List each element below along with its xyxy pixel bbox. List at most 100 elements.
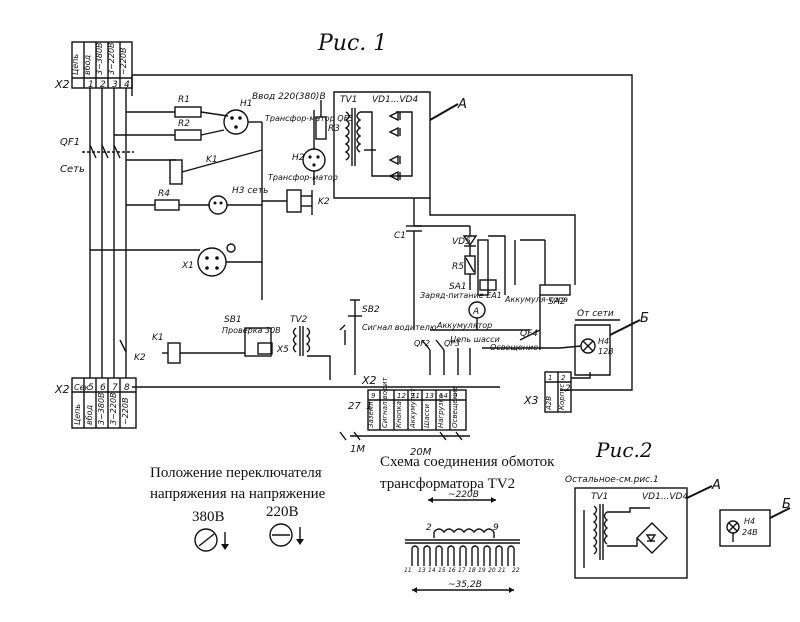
terminal-top-row-4: 4 (124, 80, 130, 90)
vd5-r5-group: VD5 R5 SA1 A Заряд-питание EA1 Аккумуля-… (420, 226, 568, 330)
transformer-label: Трансфор-матор (268, 173, 338, 182)
block-b-pointer (609, 319, 641, 336)
m1-label: 1М (350, 444, 365, 455)
block-b-label: Б (640, 311, 649, 326)
num-27-label: 27 (348, 401, 361, 412)
tv2-bn-3: 15 (438, 567, 446, 574)
block-a-label: А (457, 97, 467, 112)
terminal-bottom-label-2: 3~380В (97, 392, 106, 425)
terminal-bottom-row-1: 5 (88, 383, 94, 393)
h2-label: H2 (292, 153, 305, 163)
r4-h3-group: R4 Н3 сеть (126, 186, 268, 215)
terminal-bottom-label-0: Цепь (73, 404, 82, 425)
h3-label: Н3 сеть (232, 186, 268, 196)
strip-num-3: 11 (411, 392, 420, 400)
switch-title-l1: Положение переключателя (150, 465, 322, 481)
h4v-label: 12В (598, 347, 614, 356)
sb1-tv2-group: SB1 Проверка 30В X5 TV2 (215, 315, 331, 380)
right-bus (429, 198, 576, 285)
tv2-top-voltage: ~220В (448, 490, 479, 500)
tv2-title-l2: трансформатора TV2 (380, 476, 515, 492)
switch-title-l2: напряжения на напряжение (150, 486, 326, 502)
sa2-switch: SA2 (514, 239, 571, 350)
fig2-h4v-label: 24В (742, 528, 758, 537)
sa1-label: SA1 (449, 282, 467, 292)
tv2-bn-1: 13 (418, 567, 426, 574)
terminal-top-row-2: 2 (100, 80, 106, 90)
tv2-bn-6: 18 (468, 567, 476, 574)
x3-terminal: А2В Корпус 1 2 X3 2 (523, 371, 591, 413)
tv2-label: TV2 (290, 315, 308, 325)
strip-label-5: Шасси (423, 404, 431, 428)
switch-220-icon (269, 523, 304, 547)
cep-shassi-label: Цепь шасси (450, 335, 500, 344)
r4-label: R4 (158, 189, 170, 199)
terminal-bottom-label-1: вбод (85, 404, 94, 425)
strip-num-4: 13 (425, 392, 434, 400)
signal-label: Сигнал водителю (362, 323, 437, 332)
x5-label: X5 (276, 345, 289, 355)
figure2-note: Остальное-см.рис.1 (565, 475, 659, 485)
qf1-breaker: QF1 Сеть (60, 137, 134, 175)
strip-num-6: 9 (453, 392, 458, 400)
terminal-bottom-row-2: 6 (100, 383, 106, 393)
tv2-winding-diagram: ~220В 2 9 11 13 14 15 16 17 18 19 20 21 … (404, 490, 520, 593)
r2-label: R2 (178, 119, 190, 129)
vd-label: VD1...VD4 (372, 95, 418, 105)
tv2-bn-10: 22 (512, 567, 520, 574)
terminal-bottom-label-4: ~220В (121, 398, 130, 425)
sb2-button: SB2 Сигнал водителю (339, 299, 437, 375)
terminal-top-row-3: 3 (112, 80, 118, 90)
k2-mid-label: K2 (318, 197, 330, 207)
k1-lower-label: K1 (152, 333, 164, 343)
strip-label-6: Нагрузка (437, 394, 445, 428)
tv2-bn-0: 11 (404, 567, 412, 574)
fig2-block-a-pointer (686, 485, 713, 499)
num-1-label: 1 (366, 401, 372, 412)
fig2-block-b-label: Б (782, 497, 791, 512)
h4-label: H4 (598, 337, 609, 346)
x1-label: X1 (181, 261, 194, 271)
terminal-bottom-label-3: 3~220В (109, 392, 118, 425)
zaryad-label: Заряд-питание EA1 (420, 291, 502, 300)
tv2-top-left: 2 (426, 523, 432, 533)
terminal-bottom-row-0: Сек (74, 383, 90, 392)
cable-connectors: 1М 20М (339, 431, 470, 458)
tv2-bn-8: 20 (488, 567, 496, 574)
fig2-block-a-label: А (711, 478, 721, 493)
k2-left-label: K2 (134, 353, 146, 363)
block-a: TV1 VD1...VD4 (333, 91, 431, 199)
x2-bottom-label: X2 (54, 383, 70, 396)
x3-a-label: А2В (545, 396, 553, 411)
sb2-label: SB2 (362, 305, 380, 315)
qf3-label: QF3 (444, 339, 460, 348)
strip-label-1: Заземл (367, 401, 375, 428)
strip-label-4: Аккумулят (409, 388, 417, 429)
tv2-top-right: 9 (493, 523, 499, 533)
c1-capacitor: C1 (394, 198, 422, 330)
h1-label: H1 (240, 99, 253, 109)
k2-contact: K2 (119, 339, 146, 363)
tv2-bottom-voltage: ~35,2В (448, 580, 482, 590)
strip-label-3: Кнопка (395, 401, 403, 428)
x3-b-label: Корпус (558, 384, 566, 410)
strip-num-5: 14 (439, 392, 448, 400)
sb1-label: SB1 (224, 315, 242, 325)
qf-breakers: Аккумулятор QF4 QF2 QF3 Цепь шасси Освещ… (414, 321, 560, 375)
vd5-label: VD5 (452, 237, 471, 247)
terminal-bottom-row-4: 8 (124, 383, 130, 393)
qf4-label: QF4 (520, 329, 538, 339)
strip-label-7: Освещение (451, 386, 459, 428)
fig2-block-b-pointer (769, 507, 791, 519)
tv1-label: TV1 (340, 95, 357, 105)
akk2-label: Аккумулятор (436, 321, 492, 330)
figure2-block-a: TV1 VD1...VD4 (574, 487, 688, 579)
terminal-top-header: Цепь (71, 54, 80, 75)
r1-label: R1 (178, 95, 190, 105)
strip-num-1: 9 (371, 392, 376, 400)
x2-mid-label: X2 (361, 374, 377, 387)
tv2-bn-2: 14 (428, 567, 436, 574)
proverka-label: Проверка 30В (222, 326, 281, 335)
outer-frame (132, 74, 633, 391)
